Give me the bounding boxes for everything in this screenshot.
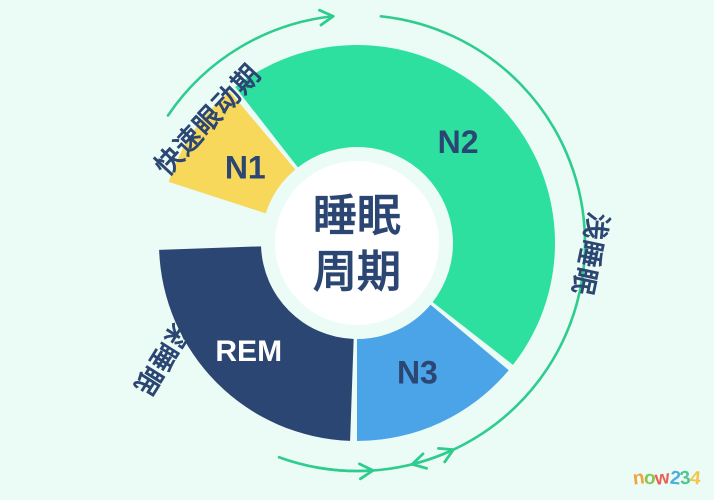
segment-label-n3: N3 [397,355,438,391]
cycle-arrows-group [166,8,587,481]
donut-segment-rem[interactable] [159,246,354,441]
arrow-n2-to-n3-head [357,462,375,481]
segment-label-n2: N2 [438,124,479,160]
arrow-n1-to-n2 [379,14,587,466]
center-title-line1: 睡眠 [313,192,401,241]
donut-segment-n3[interactable] [357,304,509,441]
watermark-letter: 4 [688,467,702,490]
outer-label-deep-sleep: 深睡眠 [128,313,198,400]
outer-label-light-sleep: 浅睡眠 [567,210,614,298]
segment-label-n1: N1 [225,150,266,186]
arrow-n2-to-n3 [316,466,375,473]
arrow-rem-to-n1-head [318,8,335,27]
center-title-line2: 周期 [313,248,401,297]
donut-segments-group [159,45,555,441]
arrow-n3-to-rem-head [437,446,455,464]
donut-segment-n1[interactable] [168,91,296,214]
donut-segment-n2[interactable] [235,45,555,365]
arrow-rem-to-n1 [166,14,335,117]
watermark-logo: now234 [632,467,702,490]
segment-label-rem: REM [215,335,282,368]
center-hub-circle [275,161,439,325]
